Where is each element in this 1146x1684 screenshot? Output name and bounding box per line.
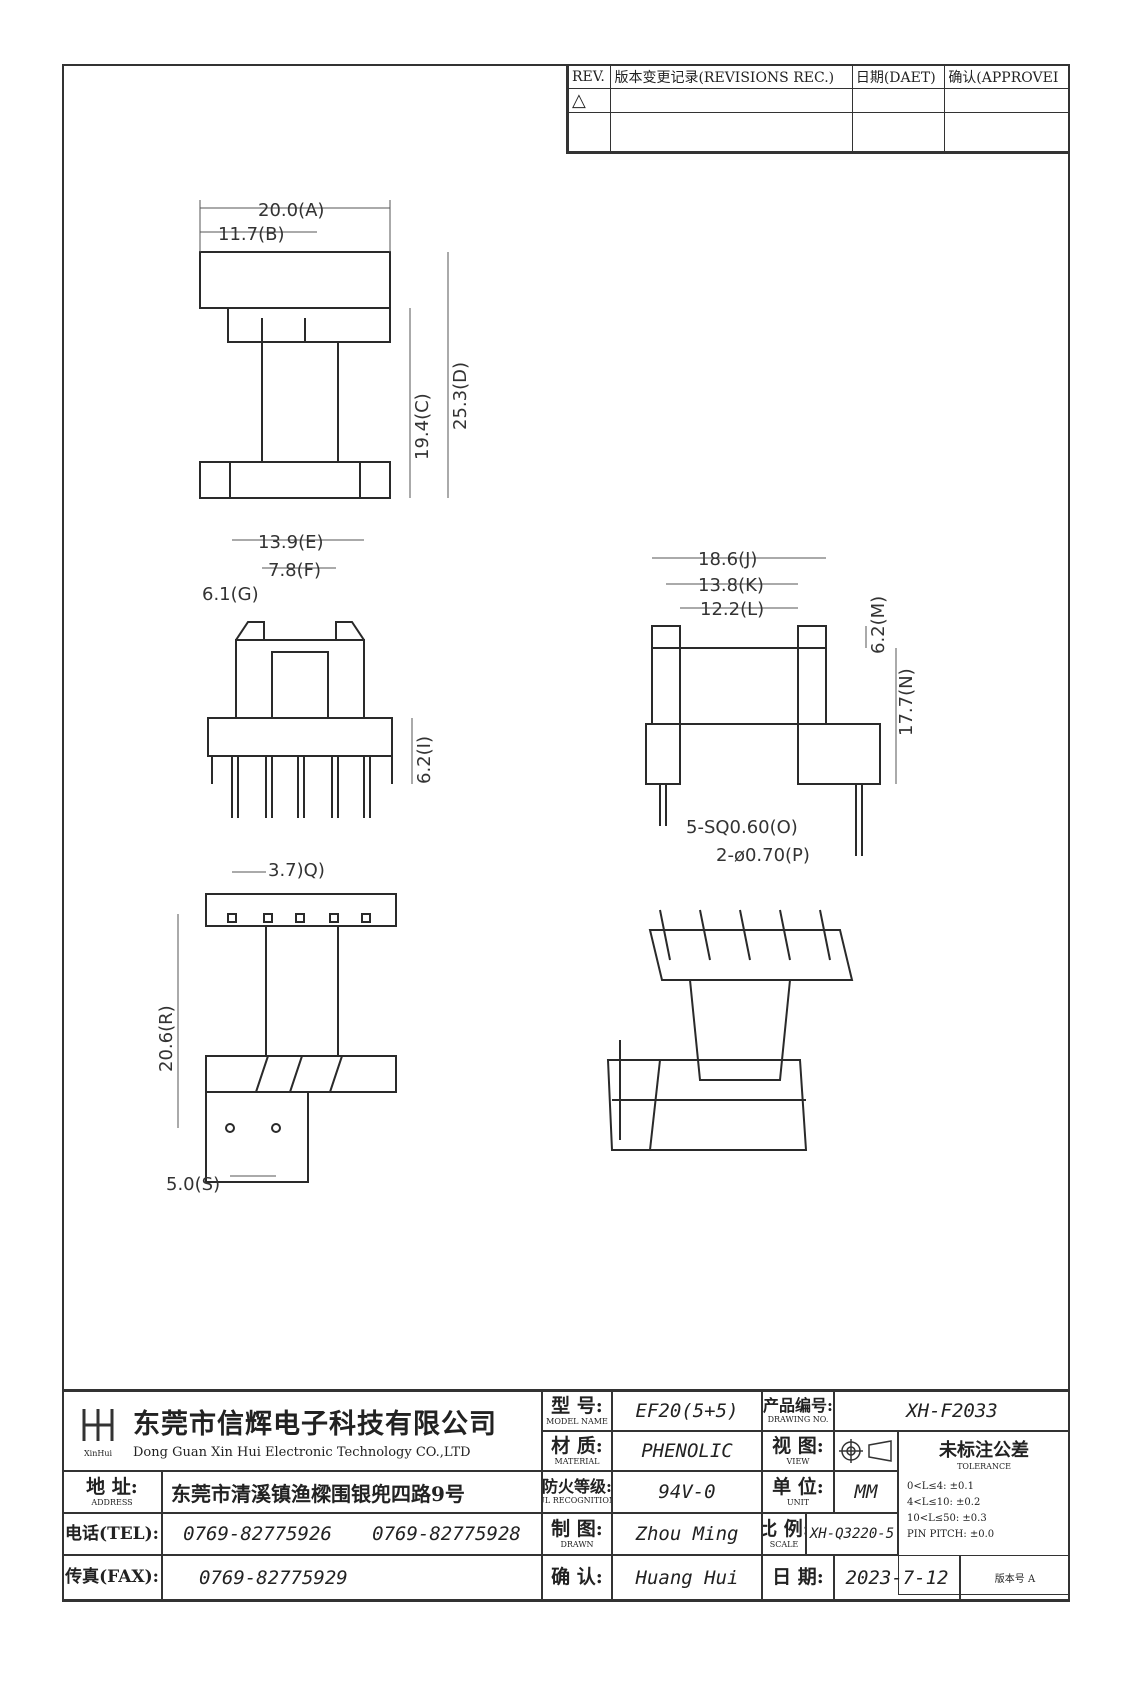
material-label-cell: 材 质: MATERIAL (542, 1431, 612, 1471)
tolerance-row: PIN PITCH: ±0.0 (907, 1529, 995, 1540)
technical-drawing: 20.0(A) 11.7(B) 19.4(C) 25.3(D) 13.9(E) … (156, 200, 917, 1195)
projection-symbol-cell (834, 1431, 898, 1471)
tel-2: 0769-82775928 (372, 1523, 521, 1545)
dim-b-label: 11.7(B) (218, 224, 284, 245)
material-label: 材 质: (551, 1434, 603, 1457)
drawn-label-cell: 制 图: DRAWN (542, 1513, 612, 1555)
address-label-en: ADDRESS (91, 1497, 133, 1507)
scale-value: XH-Q3220-5 (806, 1513, 898, 1555)
rev-record-header: 版本变更记录(REVISIONS REC.) (610, 64, 853, 89)
logo-icon (82, 1408, 114, 1441)
dim-m-label: 6.2(M) (868, 596, 889, 654)
view-label: 视 图: (772, 1434, 824, 1457)
dim-a-label: 20.0(A) (258, 200, 324, 221)
version-value: 版本号 A (960, 1555, 1070, 1600)
dim-n-label: 17.7(N) (896, 668, 917, 736)
tolerance-box: 未标注公差 TOLERANCE 0<L≤4: ±0.1 4<L≤10: ±0.2… (898, 1431, 1070, 1595)
fire-label: 防火等级: (542, 1477, 612, 1496)
rev-approve-header: 确认(APPROVEI (944, 64, 1070, 89)
model-label-cell: 型 号: MODEL NAME (542, 1391, 612, 1431)
address-label: 地 址: (86, 1475, 138, 1498)
dim-p-label: 2-ø0.70(P) (716, 845, 810, 866)
tel-label: 电话(TEL): (62, 1513, 162, 1555)
material-value: PHENOLIC (612, 1431, 762, 1471)
model-label-en: MODEL NAME (546, 1416, 608, 1426)
fire-label-en: UL RECOGNITION (542, 1496, 612, 1505)
check-value: Huang Hui (612, 1555, 762, 1600)
dim-e-label: 13.9(E) (258, 532, 324, 553)
tolerance-sub: TOLERANCE (957, 1462, 1011, 1471)
title-block: XinHui 东莞市信辉电子科技有限公司 Dong Guan Xin Hui E… (62, 1389, 1070, 1602)
company-name-cn: 东莞市信辉电子科技有限公司 (133, 1409, 497, 1440)
dim-l-label: 12.2(L) (700, 599, 764, 620)
bottom-view (205, 893, 397, 1183)
tel-1: 0769-82775926 (183, 1523, 332, 1545)
tolerance-row: 0<L≤4: ±0.1 (907, 1481, 974, 1492)
model-value: EF20(5+5) (612, 1391, 762, 1431)
dim-q-label: 3.7)Q) (268, 860, 325, 881)
tolerance-row: 10<L≤50: ±0.3 (907, 1513, 987, 1524)
view-label-en: VIEW (786, 1456, 810, 1466)
side-view (645, 625, 881, 856)
dim-s-label: 5.0(S) (166, 1174, 220, 1195)
material-label-en: MATERIAL (554, 1456, 600, 1466)
rev-header: REV. (567, 64, 612, 89)
unit-value: MM (834, 1471, 898, 1513)
revision-table: REV. 版本变更记录(REVISIONS REC.) 日期(DAET) 确认(… (566, 64, 1070, 154)
dim-r-label: 20.6(R) (156, 1005, 177, 1072)
date-label: 日 期: (762, 1555, 834, 1600)
date-value: 2023-7-12 (834, 1555, 960, 1600)
part-no-label-en: DRAWING NO. (767, 1415, 829, 1424)
tel-cell: 0769-82775926 0769-82775928 (162, 1513, 542, 1555)
fax-value: 0769-82775929 (162, 1555, 542, 1600)
scale-label-cell: 比 例: SCALE (762, 1513, 806, 1555)
top-view (199, 251, 391, 499)
part-no-label: 产品编号: (763, 1396, 833, 1415)
dim-k-label: 13.8(K) (698, 575, 764, 596)
projection-symbol-icon (839, 1439, 892, 1463)
isometric-view (606, 909, 854, 1151)
view-label-cell: 视 图: VIEW (762, 1431, 834, 1471)
company-cell: XinHui 东莞市信辉电子科技有限公司 Dong Guan Xin Hui E… (62, 1391, 542, 1471)
dim-c-label: 19.4(C) (412, 393, 433, 460)
dim-i-label: 6.2(I) (414, 736, 435, 784)
drawn-value: Zhou Ming (612, 1513, 762, 1555)
front-view (207, 621, 393, 818)
address-label-cell: 地 址: ADDRESS (62, 1471, 162, 1513)
rev-symbol: △ (567, 88, 612, 113)
drawn-label-en: DRAWN (560, 1539, 594, 1549)
dim-f-label: 7.8(F) (268, 560, 321, 581)
company-name-en: Dong Guan Xin Hui Electronic Technology … (133, 1445, 471, 1460)
scale-label-en: SCALE (769, 1539, 799, 1549)
unit-label-en: UNIT (786, 1497, 810, 1507)
part-no-label-cell: 产品编号: DRAWING NO. (762, 1391, 834, 1431)
unit-label-cell: 单 位: UNIT (762, 1471, 834, 1513)
scale-label: 比 例: (763, 1517, 805, 1540)
unit-label: 单 位: (772, 1475, 824, 1498)
dim-g-label: 6.1(G) (202, 584, 259, 605)
logo-text: XinHui (83, 1448, 113, 1458)
dim-d-label: 25.3(D) (450, 362, 471, 430)
address-value: 东莞市清溪镇渔樑围银兜四路9号 (162, 1471, 542, 1513)
fax-label: 传真(FAX): (62, 1555, 162, 1600)
fire-label-cell: 防火等级: UL RECOGNITION (542, 1471, 612, 1513)
tolerance-title: 未标注公差 (939, 1440, 1029, 1461)
part-no-value: XH-F2033 (834, 1391, 1070, 1431)
company-logo: XinHui (63, 1405, 133, 1458)
model-label: 型 号: (551, 1394, 603, 1417)
dim-o-label: 5-SQ0.60(O) (686, 817, 798, 838)
drawn-label: 制 图: (551, 1517, 603, 1540)
dim-j-label: 18.6(J) (698, 549, 757, 570)
fire-value: 94V-0 (612, 1471, 762, 1513)
tolerance-row: 4<L≤10: ±0.2 (907, 1497, 981, 1508)
check-label: 确 认: (542, 1555, 612, 1600)
